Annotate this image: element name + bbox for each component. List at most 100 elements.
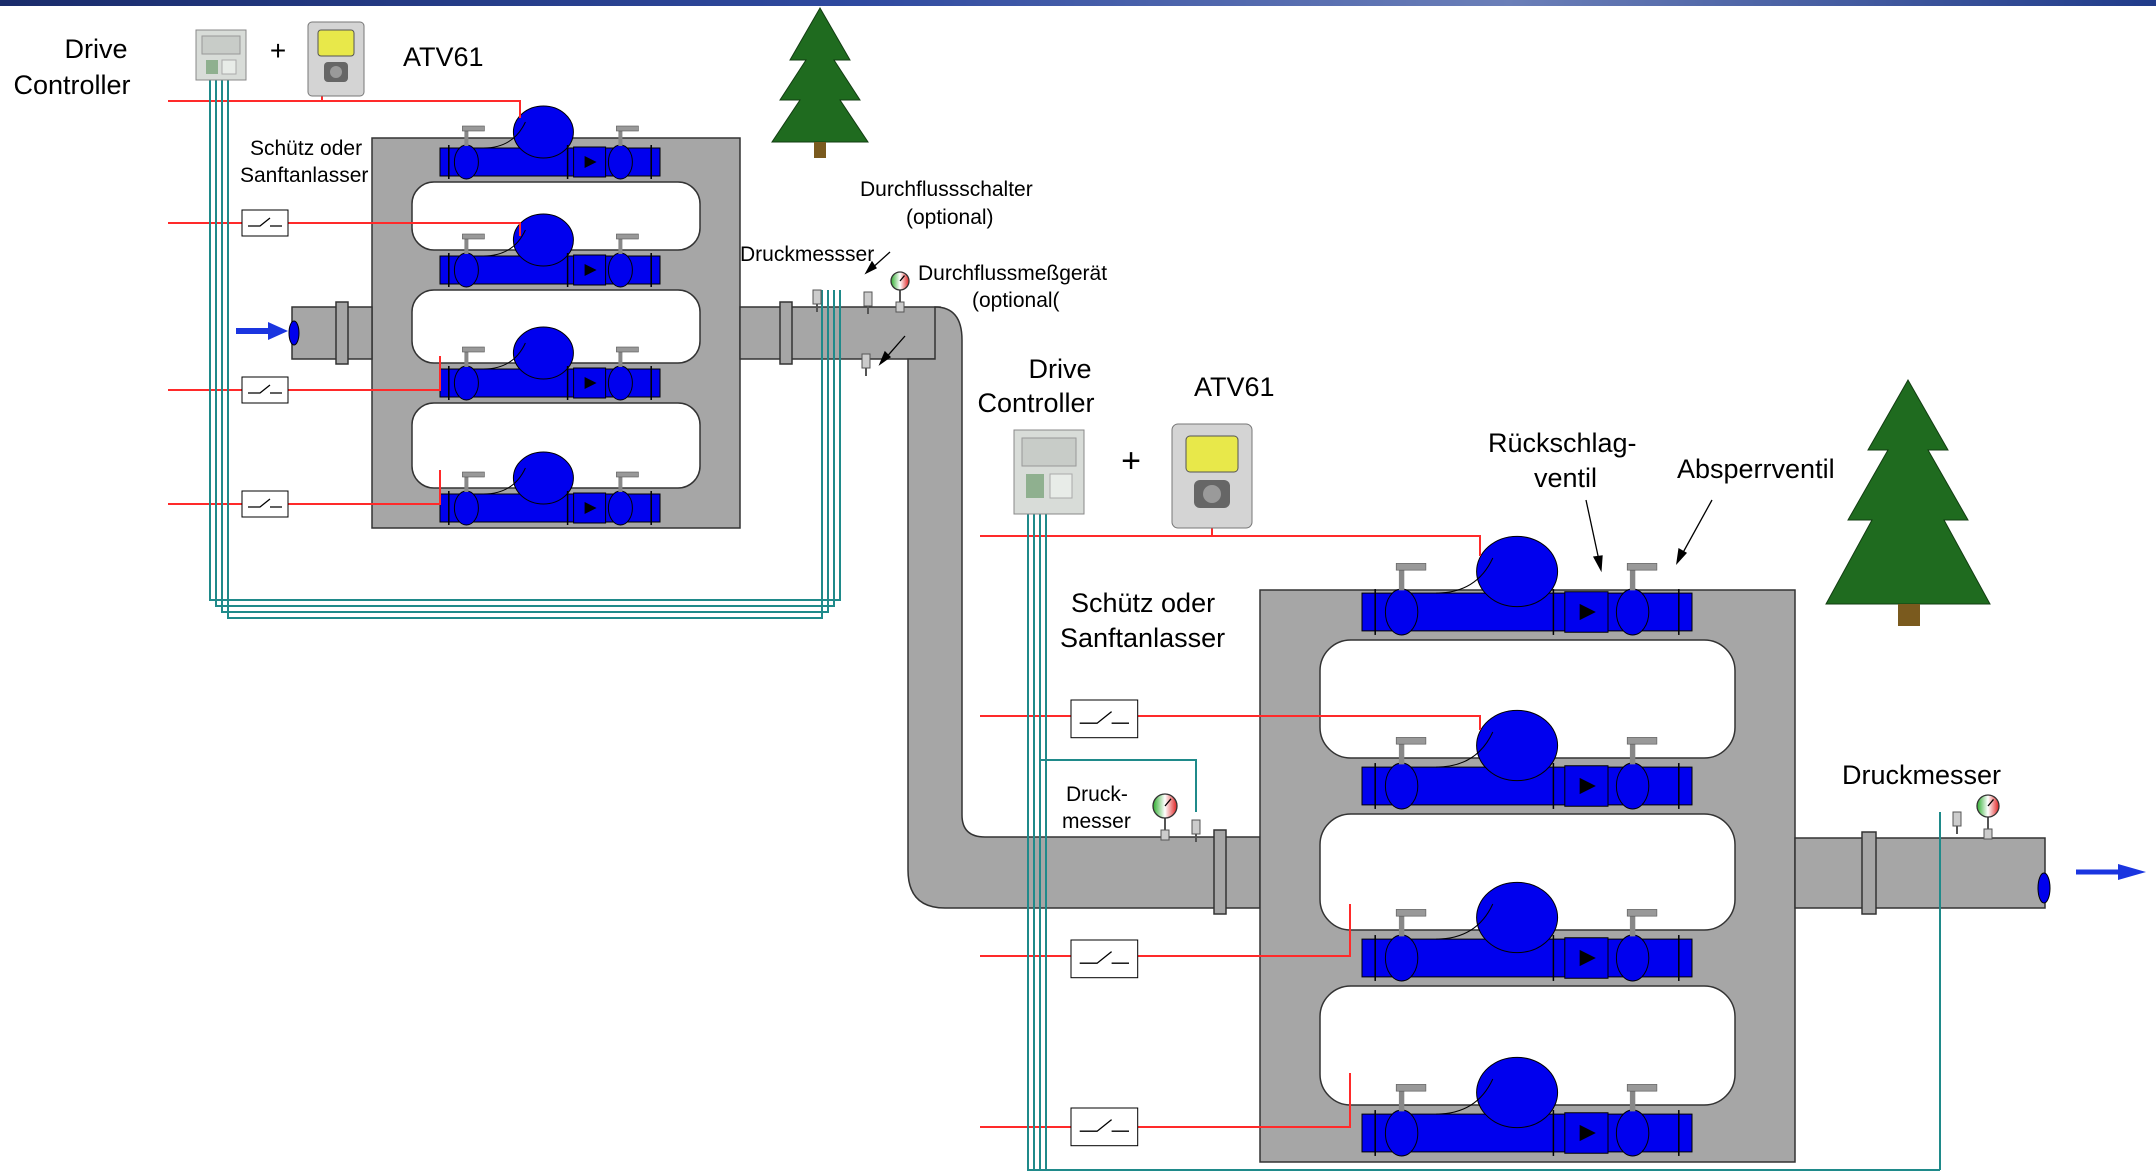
s2-outlet-pressure-label: Druckmesser <box>1842 760 2001 790</box>
switch-symbol <box>1079 1119 1129 1132</box>
sensor-body <box>861 353 871 369</box>
signal-wire <box>1045 510 1940 1171</box>
pump-outline <box>1436 903 1494 940</box>
tree-icon <box>771 6 869 158</box>
valve-handle <box>616 125 639 132</box>
pump-outline <box>483 229 526 257</box>
valve-body <box>1384 934 1419 982</box>
check-valve-arrow <box>584 156 597 168</box>
pump-volute <box>512 326 574 380</box>
valve-handle <box>462 125 485 132</box>
valve-stem <box>618 349 623 367</box>
switch-box <box>1070 699 1139 739</box>
s2-controller-label-1: Drive <box>1028 354 1091 384</box>
s2-controller-label-2: Controller <box>977 388 1094 418</box>
valve-stem <box>1629 740 1636 765</box>
gauge-fitting <box>1983 828 1993 840</box>
connecting-pipe-flange <box>1213 829 1227 915</box>
leader-arrows <box>864 251 1713 573</box>
pressure-gauge-icon[interactable] <box>1976 794 2000 840</box>
valve-stem <box>1398 912 1405 937</box>
check-valve-arrow <box>1579 777 1596 795</box>
valve-body <box>607 252 633 288</box>
valve-body <box>607 144 633 180</box>
valve-body <box>453 144 479 180</box>
valve-handle <box>1395 909 1427 917</box>
gauge-fitting <box>895 301 905 313</box>
station1-pump-rows <box>439 105 661 526</box>
valve-handle <box>462 233 485 240</box>
check-valve-arrow <box>584 502 597 514</box>
sensor-probe[interactable] <box>812 289 822 312</box>
power-wire <box>980 715 1481 730</box>
signal-wire <box>209 80 841 601</box>
gauge-fitting <box>1160 829 1170 841</box>
sensor-body <box>863 291 873 307</box>
atv61-drive-icon[interactable] <box>307 21 365 97</box>
pump-volute <box>1476 1056 1559 1129</box>
switch-box <box>1070 939 1139 979</box>
switch-box <box>241 376 289 404</box>
pump-outline <box>1436 731 1494 768</box>
check-valve-arrow <box>1579 1124 1596 1142</box>
inlet-flow-arrow <box>236 322 288 340</box>
valve-body <box>453 490 479 526</box>
power-wire <box>980 535 1481 556</box>
valve-body <box>453 365 479 401</box>
outlet-flow-arrow <box>2076 864 2146 880</box>
sensor-probe[interactable] <box>861 353 871 376</box>
s2-starter-label-1: Schütz oder <box>1071 588 1215 618</box>
switch-box <box>241 209 289 237</box>
contactor-switch-icon[interactable] <box>241 490 289 518</box>
valve-stem <box>1629 912 1636 937</box>
contactor-switch-icon[interactable] <box>1070 699 1139 739</box>
contactor-switch-icon[interactable] <box>241 376 289 404</box>
sensor-body <box>1952 811 1962 827</box>
s2-shutoff-label: Absperrventil <box>1677 454 1835 484</box>
drive-controller-icon[interactable] <box>195 29 247 81</box>
pump-outline <box>483 121 526 149</box>
valve-stem <box>464 128 469 146</box>
switch-box <box>1070 1107 1139 1147</box>
drive-controller-icon[interactable] <box>1013 429 1085 515</box>
station2-pump-rows <box>1361 535 1693 1157</box>
valve-handle <box>616 233 639 240</box>
pump-row <box>439 213 661 288</box>
switch-symbol <box>1079 711 1129 724</box>
valve-body <box>1615 588 1650 636</box>
s1-flowmeter-label-1: Durchflussmeßgerät <box>918 262 1107 285</box>
contactor-switch-icon[interactable] <box>241 209 289 237</box>
valve-handle <box>1395 563 1427 571</box>
s2-checkvalve-label-2: ventil <box>1534 463 1597 493</box>
s1-flowmeter-label-2: (optional( <box>972 289 1060 312</box>
valve-handle <box>616 346 639 353</box>
atv61-drive-icon[interactable] <box>1171 423 1253 529</box>
signal-wire <box>1040 759 1197 812</box>
pressure-gauge-icon[interactable] <box>1152 793 1178 841</box>
contactor-switch-icon[interactable] <box>1070 1107 1139 1147</box>
s1-pressure-label: Druckmessser <box>740 243 874 266</box>
valve-handle <box>1626 563 1658 571</box>
switch-symbol <box>248 384 282 394</box>
sensor-probe[interactable] <box>1191 819 1201 842</box>
pump-row <box>439 105 661 180</box>
sensor-probe[interactable] <box>1952 811 1962 834</box>
pressure-gauge-icon[interactable] <box>890 271 910 313</box>
valve-handle <box>1626 909 1658 917</box>
instruments <box>812 271 2000 842</box>
sensor-probe[interactable] <box>863 291 873 314</box>
valve-handle <box>1395 737 1427 745</box>
valve-body <box>607 490 633 526</box>
check-valve-arrow <box>1579 949 1596 967</box>
contactor-switch-icon[interactable] <box>1070 939 1139 979</box>
signal-wire <box>215 80 835 607</box>
pump-outline <box>1436 1078 1494 1115</box>
s2-inlet-pressure-label-1: Druck- <box>1066 783 1128 806</box>
s2-checkvalve-label-1: Rückschlag- <box>1488 428 1637 458</box>
valve-body <box>1384 588 1419 636</box>
station2-outlet-pipe <box>1794 831 2051 915</box>
s2-plus: + <box>1121 442 1141 480</box>
pump-volute <box>1476 709 1559 782</box>
sensor-body <box>1191 819 1201 835</box>
